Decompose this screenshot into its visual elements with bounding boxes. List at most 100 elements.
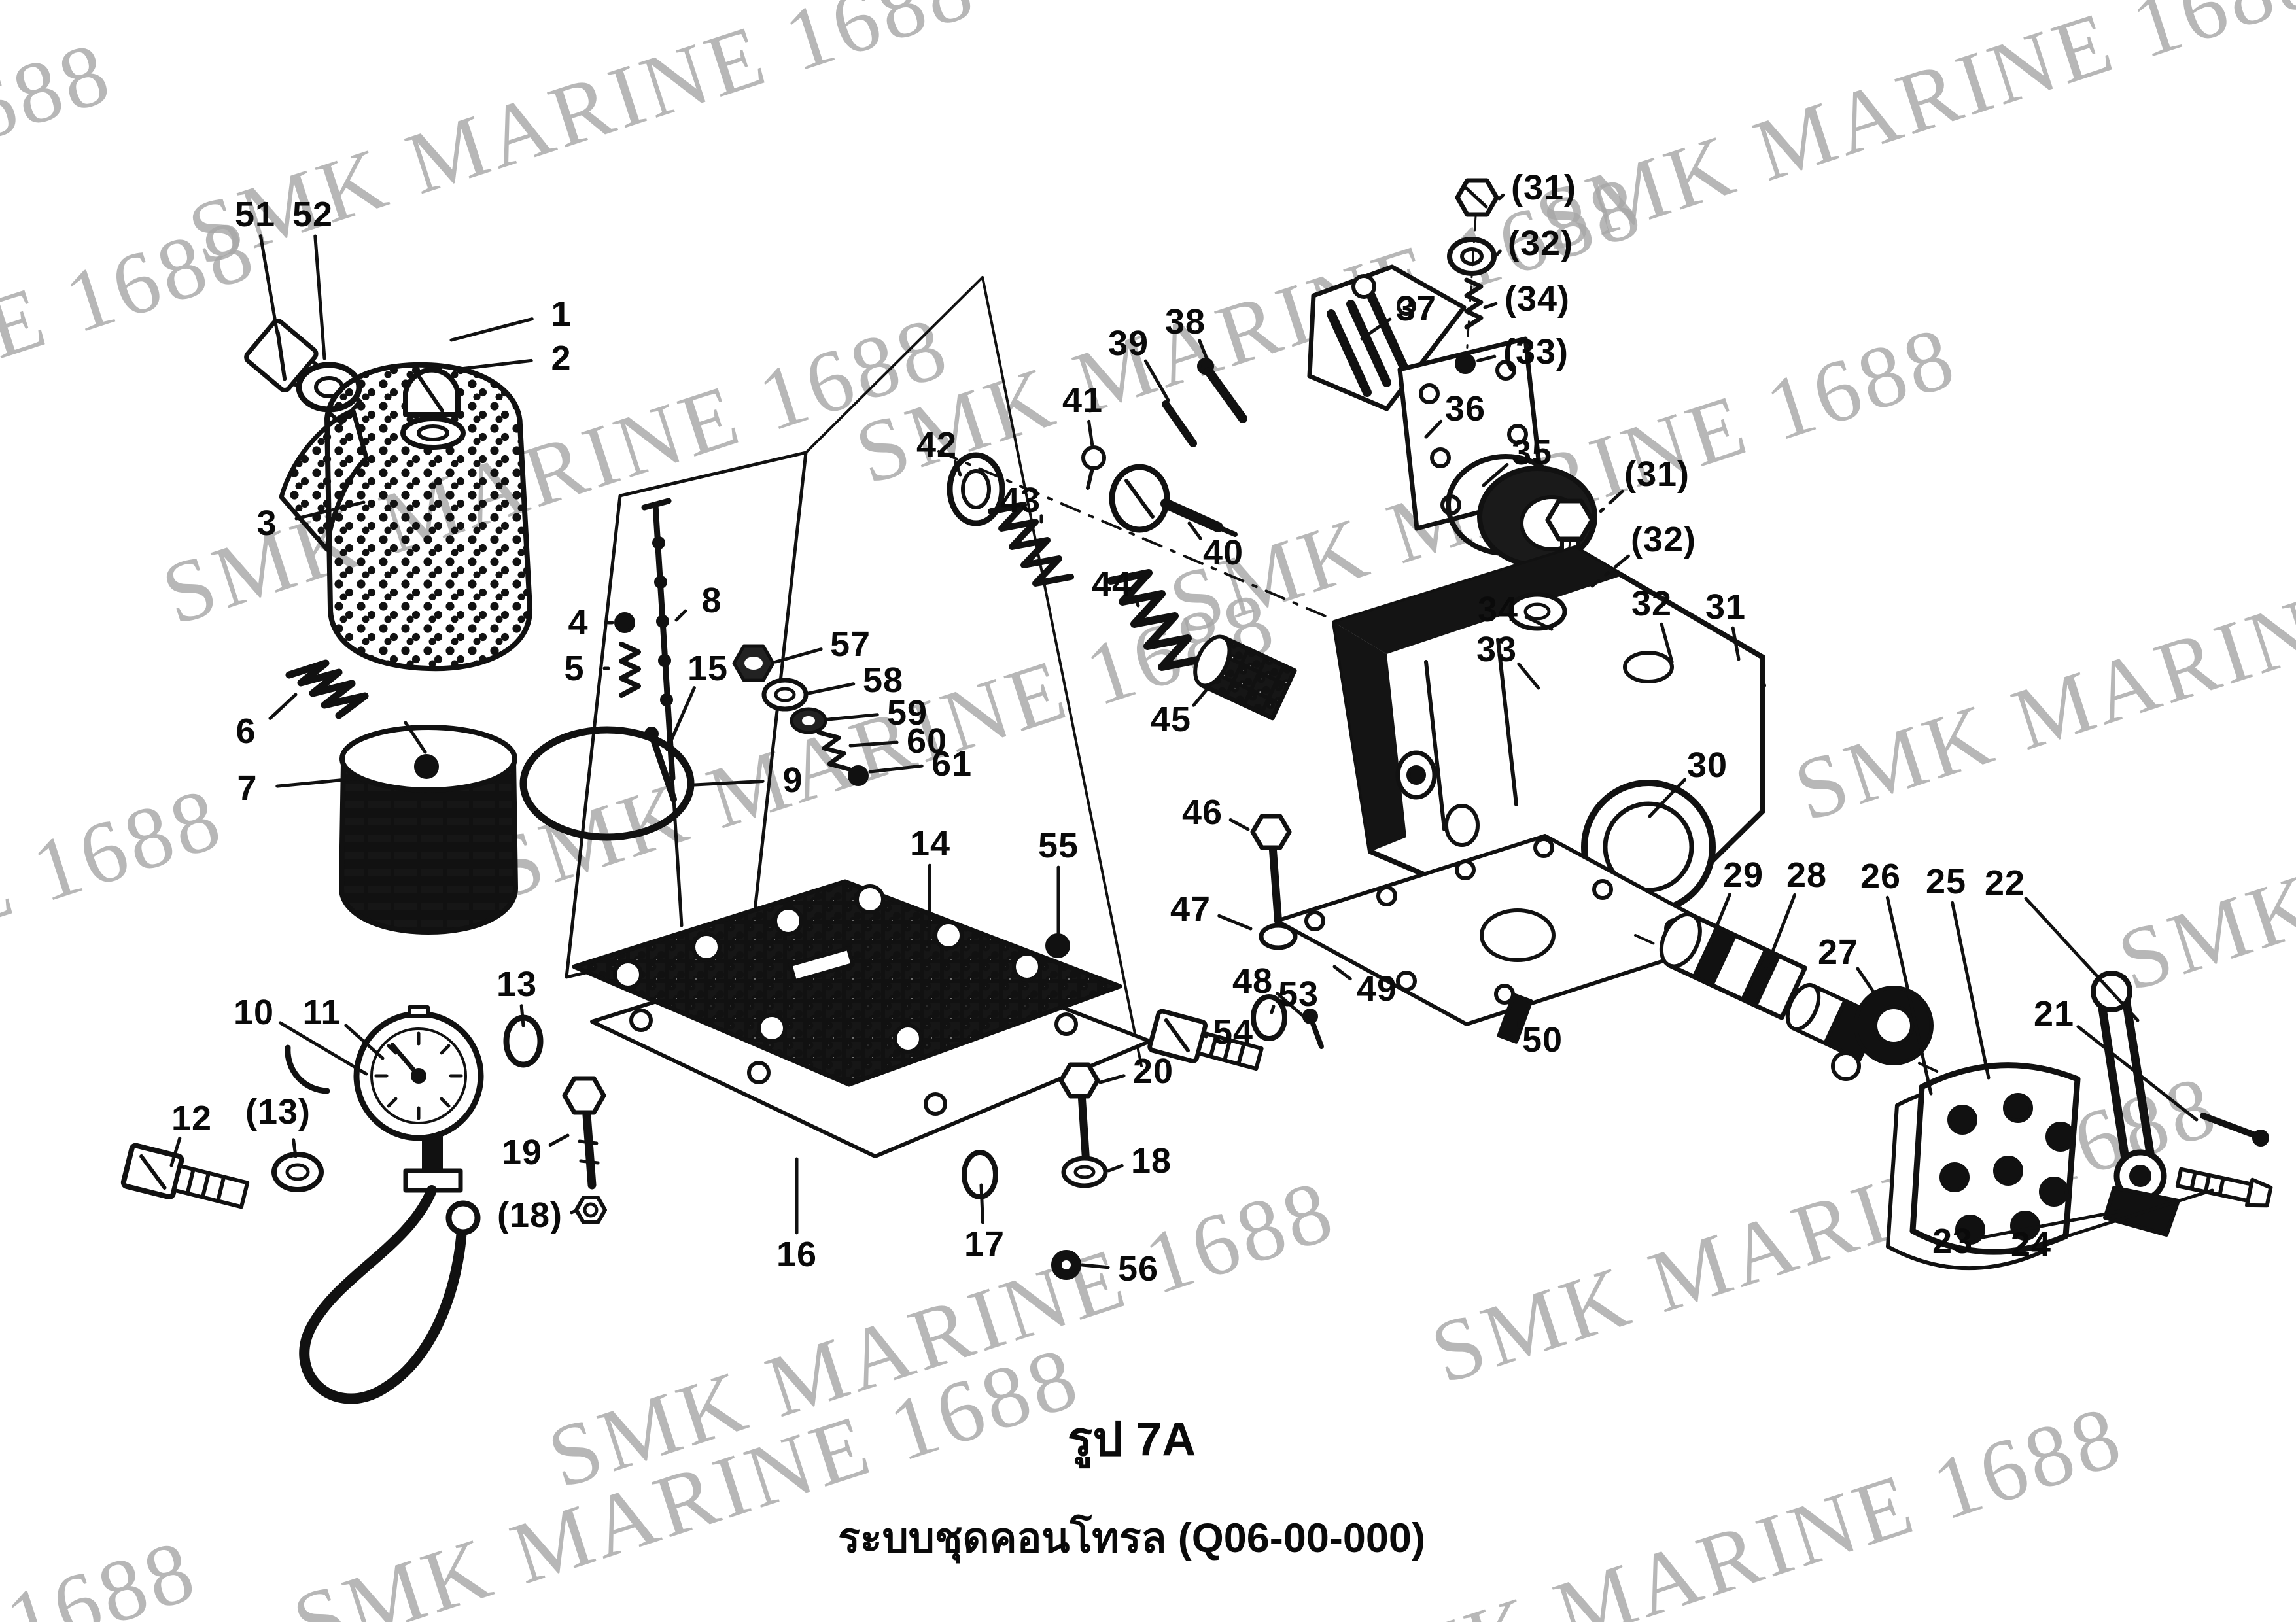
leader-35-34 bbox=[1482, 463, 1509, 487]
valve-plate-14 bbox=[572, 879, 1122, 1087]
part-label-45-44: 45 bbox=[1150, 700, 1192, 739]
leader-29-28 bbox=[1711, 893, 1731, 939]
bolt-20 bbox=[1058, 1062, 1100, 1163]
ball-4 bbox=[614, 612, 635, 633]
part-label-28-27: 28 bbox=[1786, 855, 1828, 895]
leader-52-51 bbox=[313, 234, 326, 360]
leader-28-27 bbox=[1764, 893, 1797, 970]
metering-rod-8 bbox=[641, 498, 684, 927]
part-label-11-10: 11 bbox=[302, 993, 341, 1032]
bolt-12 bbox=[120, 1143, 250, 1209]
part-label-1-0: 1 bbox=[551, 294, 572, 334]
washer-53 bbox=[1251, 994, 1287, 1041]
bolt-46 bbox=[1250, 814, 1292, 925]
shaft-29 bbox=[1659, 912, 1807, 1020]
leader-22-21 bbox=[2024, 897, 2140, 1022]
part-label-22-21: 22 bbox=[1984, 863, 2026, 903]
pin-50 bbox=[1497, 993, 1533, 1044]
part-label-41-40: 41 bbox=[1062, 381, 1104, 420]
leader-57-56 bbox=[774, 647, 823, 664]
leader-40-39 bbox=[1187, 521, 1202, 540]
part-label-31-63: (31) bbox=[1510, 168, 1577, 207]
part-label-6-5: 6 bbox=[235, 712, 256, 751]
leader-(33)-66 bbox=[1475, 354, 1497, 363]
part-label-46-45: 46 bbox=[1181, 793, 1223, 832]
washer-17 bbox=[962, 1150, 998, 1199]
caption-subtitle: ระบบชุดคอนโทรล (Q06-00-000) bbox=[838, 1515, 1425, 1561]
part-label-39-38: 39 bbox=[1107, 324, 1149, 363]
leader-7-6 bbox=[275, 776, 362, 788]
figure-caption: รูป 7A ระบบชุดคอนโทรล (Q06-00-000) bbox=[838, 1401, 1425, 1570]
part-label-9-8: 9 bbox=[782, 761, 803, 800]
screw-24 bbox=[2175, 1167, 2273, 1208]
part-label-54-53: 54 bbox=[1212, 1012, 1254, 1052]
part-label-32-68: (32) bbox=[1630, 520, 1697, 559]
leader-6-5 bbox=[268, 693, 298, 720]
part-label-35-34: 35 bbox=[1511, 433, 1553, 472]
part-label-4-3: 4 bbox=[568, 603, 589, 642]
part-label-33-32: 33 bbox=[1476, 630, 1518, 669]
oil-canister-3 bbox=[279, 362, 533, 672]
washer-47 bbox=[1259, 923, 1298, 950]
leader-lines bbox=[169, 193, 2214, 1269]
part-label-32-64: (32) bbox=[1507, 224, 1574, 263]
leader-51-50 bbox=[258, 234, 279, 336]
seal-washer-2 bbox=[400, 416, 466, 450]
leader-13-12 bbox=[519, 1004, 525, 1027]
part-label-14-13: 14 bbox=[909, 824, 951, 863]
part-label-24-23: 24 bbox=[2010, 1225, 2052, 1264]
leader-21-20 bbox=[2076, 1025, 2199, 1122]
leader-60-59 bbox=[848, 740, 899, 748]
leader-30-29 bbox=[1648, 778, 1687, 818]
part-label-3-2: 3 bbox=[256, 504, 277, 543]
leader-54-53 bbox=[1202, 1034, 1208, 1039]
part-label-17-16: 17 bbox=[964, 1224, 1005, 1264]
part-label-33-66: (33) bbox=[1503, 332, 1569, 371]
part-label-42-41: 42 bbox=[916, 425, 958, 464]
leader-23-22 bbox=[1980, 1209, 2121, 1239]
part-label-27-26: 27 bbox=[1817, 933, 1859, 972]
washer-58 bbox=[761, 678, 809, 712]
leader-17-16 bbox=[979, 1183, 984, 1224]
leader-58-57 bbox=[807, 682, 856, 695]
leader-38-37 bbox=[1198, 339, 1213, 372]
gauge-hose bbox=[299, 1185, 481, 1404]
part-label-49-48: 49 bbox=[1356, 969, 1398, 1009]
leader-42-41 bbox=[953, 460, 962, 477]
part-label-18-62: (18) bbox=[496, 1196, 563, 1235]
part-label-53-52: 53 bbox=[1278, 975, 1319, 1014]
part-label-32-31: 32 bbox=[1631, 584, 1673, 623]
spring-60 bbox=[816, 730, 852, 772]
leader-24-23 bbox=[2058, 1188, 2214, 1240]
spring-44 bbox=[1107, 569, 1205, 671]
leader-(34)-65 bbox=[1483, 302, 1498, 309]
pin-39 bbox=[1162, 400, 1197, 447]
retainer-41 bbox=[1081, 445, 1106, 490]
part-label-34-33: 34 bbox=[1477, 590, 1519, 629]
end-plate-25 bbox=[1909, 1062, 2081, 1255]
part-label-61-60: 61 bbox=[931, 744, 973, 784]
clamp-10 bbox=[285, 1044, 330, 1094]
leader-18-17 bbox=[1107, 1164, 1124, 1173]
part-label-50-49: 50 bbox=[1522, 1020, 1563, 1060]
caption-title: รูป 7A bbox=[1067, 1413, 1196, 1466]
leader-48-47 bbox=[1276, 992, 1307, 1020]
leader-31-30 bbox=[1731, 626, 1741, 661]
part-label-48-47: 48 bbox=[1232, 961, 1274, 1001]
part-label-7-6: 7 bbox=[237, 768, 258, 808]
leader-3-2 bbox=[294, 500, 366, 521]
detent-chain-top bbox=[1447, 178, 1499, 374]
bolt-54 bbox=[1147, 1009, 1264, 1071]
part-label-23-22: 23 bbox=[1932, 1222, 1974, 1261]
part-label-8-7: 8 bbox=[701, 581, 722, 620]
seat-59 bbox=[790, 707, 827, 734]
part-label-20-19: 20 bbox=[1132, 1052, 1174, 1091]
leader-33-32 bbox=[1517, 662, 1540, 690]
leader-27-26 bbox=[1856, 967, 1881, 1001]
leader-(32)-68 bbox=[1590, 554, 1630, 588]
leader-1-0 bbox=[449, 317, 534, 342]
cap-nut-1 bbox=[403, 367, 461, 417]
part-label-29-28: 29 bbox=[1722, 855, 1764, 895]
leader-34-33 bbox=[1524, 615, 1554, 631]
spring-5 bbox=[619, 642, 641, 698]
